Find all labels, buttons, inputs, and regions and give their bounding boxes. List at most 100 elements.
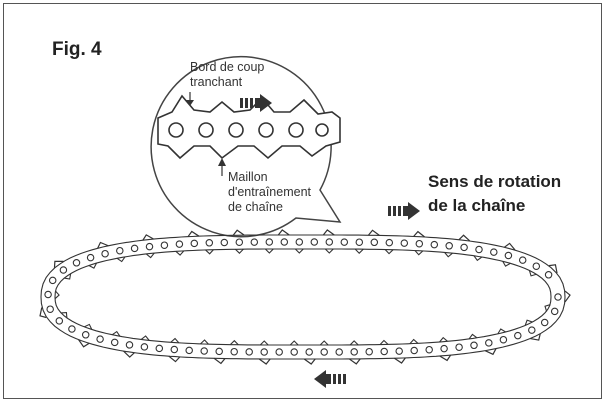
chain-loop-drive-tang xyxy=(324,248,334,254)
chain-loop-rivet xyxy=(130,244,139,253)
chain-rivet xyxy=(198,122,214,138)
chain-loop-cutter xyxy=(549,264,558,274)
chain-loop-rivet xyxy=(140,343,149,351)
drive-link-line: d'entraînement xyxy=(228,185,311,199)
chain-loop-cutter xyxy=(394,357,406,364)
chain-loop-rivet xyxy=(440,344,448,353)
chain-loop xyxy=(39,229,571,365)
chain-loop-rivet xyxy=(310,238,319,246)
chain-loop-rivet xyxy=(96,335,104,343)
chain-loop-rivet xyxy=(485,339,493,347)
chain-loop-rivet xyxy=(540,318,549,327)
chain-loop-rivet xyxy=(475,245,483,254)
cutting-edge-pointer xyxy=(186,92,194,106)
chain-loop-rivet xyxy=(220,238,229,247)
chain-loop-cutter xyxy=(258,358,271,365)
arrow-left-icon xyxy=(314,370,346,388)
chain-loop-drive-tang xyxy=(175,250,185,256)
chain-loop-rivet xyxy=(455,343,463,351)
cutting-edge-line: tranchant xyxy=(190,75,243,89)
chain-loop-rivet xyxy=(116,246,124,255)
chain-loop-drive-tang xyxy=(497,328,506,335)
chain-loop-rivet xyxy=(340,238,349,246)
chain-loop-cutter xyxy=(484,348,497,356)
chain-loop-rivet xyxy=(470,341,478,350)
chain-loop-drive-tang xyxy=(409,338,419,345)
chain-loop-rivet xyxy=(335,348,343,356)
chain-loop-cutter xyxy=(458,234,471,242)
rotation-direction-label: Sens de rotation de la chaîne xyxy=(428,170,561,218)
chain-loop-rivet xyxy=(415,239,424,248)
chain-loop-drive-tang xyxy=(140,335,150,341)
chain-loop-cutter xyxy=(530,333,541,341)
chain-loop-drive-tang xyxy=(319,340,329,346)
drive-link-pointer xyxy=(218,158,226,176)
chain-loop-cutter xyxy=(97,241,109,249)
chain-loop-rivet xyxy=(445,242,453,250)
chain-loop-drive-tang xyxy=(200,339,209,345)
chain-loop-rivet xyxy=(145,242,154,251)
chain-loop-rivet xyxy=(81,331,90,339)
chain-loop-cutter xyxy=(564,290,571,303)
chain-loop-cutter xyxy=(213,357,226,365)
chain-loop-drive-tang xyxy=(544,304,551,312)
chain-loop-rivet xyxy=(160,241,169,249)
chain-loop-drive-tang xyxy=(349,340,359,346)
chain-loop-rivet xyxy=(350,348,358,356)
chain-loop-rivet xyxy=(200,347,208,355)
chain-loop-cutter xyxy=(504,242,516,251)
chain-loop-rivet xyxy=(325,238,334,246)
chain-loop-rivet xyxy=(499,335,508,344)
cutting-edge-label: Bord de coup tranchant xyxy=(190,60,264,90)
chain-loop-rivet xyxy=(528,326,536,334)
chain-loop-rivet xyxy=(72,259,81,267)
chain-loop-rivet xyxy=(544,271,553,279)
chain-loop-drive-tang xyxy=(84,323,93,330)
chain-loop-rivet xyxy=(190,239,199,248)
chain-loop-drive-tang xyxy=(468,333,478,340)
chain-loop-rivet xyxy=(55,317,64,325)
chain-loop-rivet xyxy=(46,305,54,313)
chain-loop-drive-tang xyxy=(354,248,364,254)
chain-loop-cutter xyxy=(78,339,90,348)
chain-loop-outline xyxy=(54,248,552,346)
chain-loop-rivet xyxy=(86,253,95,262)
chain-loop-cutter xyxy=(39,307,47,319)
chain-loop-rivet xyxy=(532,262,541,270)
chain-loop-rivet xyxy=(275,348,283,356)
chain-rivet xyxy=(315,123,329,137)
chain-loop-drive-tang xyxy=(88,262,98,269)
chain-loop-drive-tang xyxy=(289,340,299,346)
chain-loop-cutter xyxy=(123,350,135,358)
drive-link-label: Maillon d'entraînement de chaîne xyxy=(228,170,311,215)
chain-loop-cutter xyxy=(168,355,181,363)
chain-detail-outline xyxy=(157,94,341,160)
chain-loop-rivet xyxy=(395,347,403,355)
chain-loop-cutter xyxy=(53,260,64,268)
chain-loop-drive-tang xyxy=(264,248,274,254)
chain-loop-cutter xyxy=(187,230,200,238)
chain-loop-drive-tang xyxy=(170,337,180,344)
chain-loop-rivet xyxy=(44,290,52,299)
chain-loop-rivet xyxy=(155,344,164,353)
chain-loop-rivet xyxy=(245,348,253,356)
chain-loop-rivet xyxy=(265,238,274,246)
chain-loop-drive-tang xyxy=(116,256,126,263)
chain-loop-rivet xyxy=(295,238,304,246)
chain-loop-drive-tang xyxy=(473,255,483,262)
chain-loop-rivet xyxy=(550,307,559,316)
chain-loop-cutter xyxy=(413,230,426,238)
rotation-line: de la chaîne xyxy=(428,196,526,215)
chain-loop-rivet xyxy=(260,348,268,356)
chain-loop-drive-tang xyxy=(54,290,60,300)
chain-loop-rivet xyxy=(305,348,313,356)
chain-loop-drive-tang xyxy=(111,330,121,337)
chain-loop-rivet xyxy=(175,240,184,248)
chain-loop-rivet xyxy=(380,347,388,356)
chain-loop-rivet xyxy=(385,238,394,247)
chain-loop-rivet xyxy=(280,238,289,246)
chain-loop-drive-tang xyxy=(60,311,68,319)
chain-loop-rivet xyxy=(48,276,57,285)
chain-loop-rivet xyxy=(59,266,68,274)
chain-rivet xyxy=(258,122,274,138)
